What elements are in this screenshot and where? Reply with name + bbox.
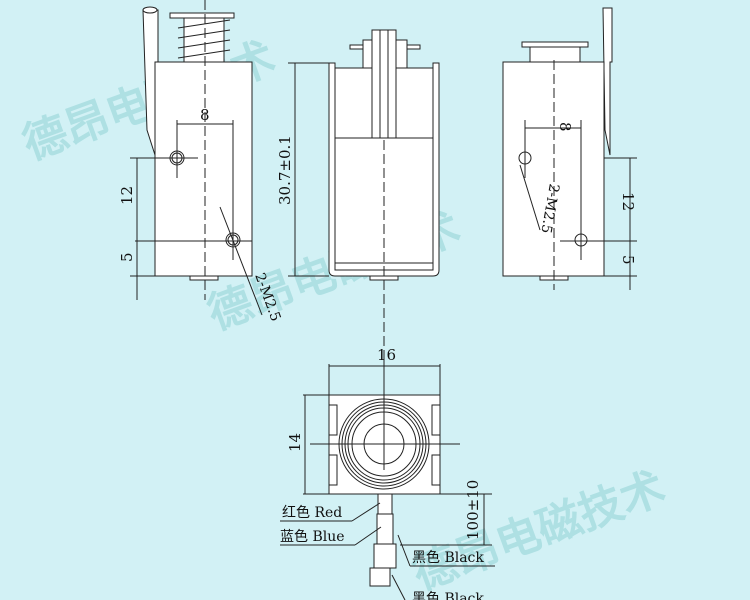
svg-text:16: 16 — [377, 346, 396, 364]
svg-text:30.7±0.1: 30.7±0.1 — [276, 135, 294, 205]
svg-text:5: 5 — [619, 255, 637, 265]
left-view: 8 12 5 2-M2.5 — [118, 0, 283, 324]
svg-text:德昂电磁技术: 德昂电磁技术 — [406, 462, 672, 600]
svg-text:12: 12 — [118, 186, 136, 205]
bottom-view: 16 14 100±10 — [286, 346, 492, 587]
wire-red-label: 红色 Red — [282, 504, 342, 521]
connector-black-label: 黑色 Black — [412, 590, 484, 600]
svg-text:8: 8 — [200, 106, 210, 124]
svg-text:12: 12 — [619, 192, 637, 211]
wire-labels: 红色 Red 蓝色 Blue 黑色 Black 黑色 Black — [280, 502, 495, 600]
svg-text:100±10: 100±10 — [464, 480, 482, 540]
wire-black-label: 黑色 Black — [412, 549, 484, 566]
svg-text:14: 14 — [286, 433, 304, 452]
svg-text:8: 8 — [556, 122, 574, 132]
wire-blue-label: 蓝色 Blue — [280, 528, 345, 545]
right-view: 8 12 5 2-M2.5 — [502, 7, 637, 290]
center-view: 30.7±0.1 — [276, 29, 440, 360]
svg-text:5: 5 — [118, 252, 136, 262]
